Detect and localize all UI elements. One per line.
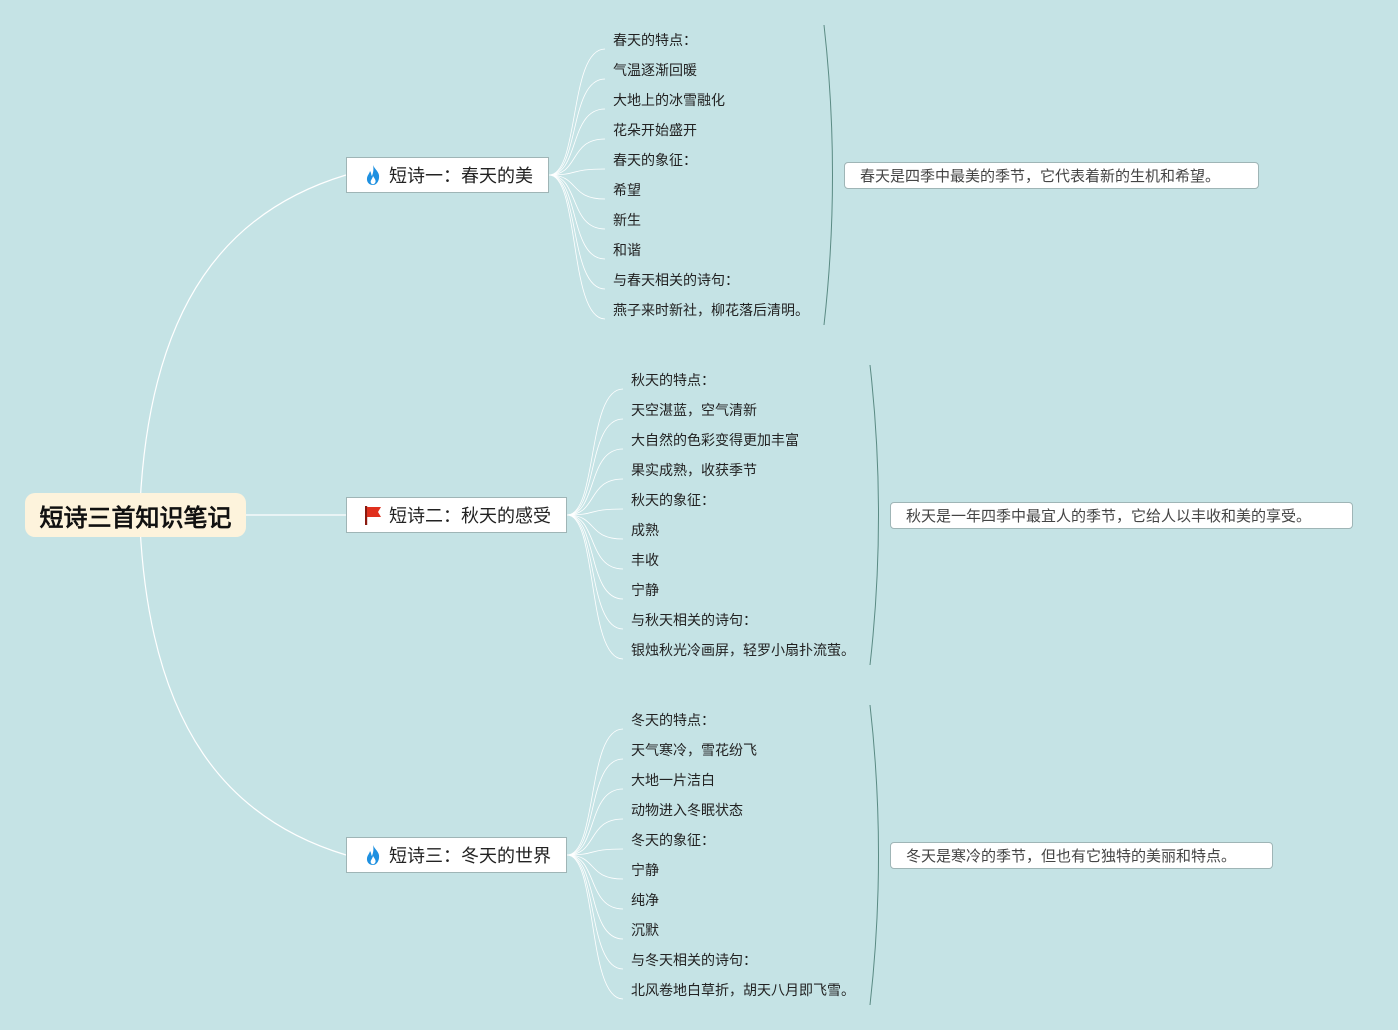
- connector-root-to-spring: [139, 174, 347, 506]
- summary-winter[interactable]: 冬天是寒冷的季节，但也有它独特的美丽和特点。: [890, 842, 1273, 869]
- root-topic[interactable]: 短诗三首知识笔记: [25, 493, 246, 537]
- flag-icon: [365, 506, 381, 525]
- connector-branch-to-leaf: [548, 174, 606, 260]
- branch-label: 短诗一：春天的美: [389, 166, 533, 187]
- connector-branch-to-leaf: [566, 758, 624, 856]
- leaf-item[interactable]: 天空湛蓝，空气清新: [631, 403, 757, 419]
- connector-branch-to-leaf: [548, 48, 606, 176]
- connector-branch-to-leaf: [548, 78, 606, 176]
- leaf-item[interactable]: 和谐: [613, 243, 641, 259]
- leaf-item[interactable]: 与春天相关的诗句：: [613, 273, 739, 289]
- connector-branch-to-leaf: [548, 174, 606, 290]
- leaf-item[interactable]: 果实成熟，收获季节: [631, 463, 757, 479]
- leaf-item[interactable]: 银烛秋光冷画屏，轻罗小扇扑流萤。: [631, 643, 855, 659]
- branch-topic-autumn[interactable]: 短诗二：秋天的感受: [346, 497, 567, 533]
- connector-branch-to-leaf: [566, 388, 624, 516]
- connector-branch-to-leaf: [566, 728, 624, 856]
- summary-bracket: [823, 24, 833, 326]
- connector-root-to-winter: [139, 525, 347, 856]
- connector-branch-to-leaf: [548, 174, 606, 230]
- leaf-item[interactable]: 宁静: [631, 583, 659, 599]
- connector-branch-to-leaf: [566, 848, 624, 856]
- connector-branch-to-leaf: [566, 854, 624, 940]
- summary-spring[interactable]: 春天是四季中最美的季节，它代表着新的生机和希望。: [844, 162, 1259, 189]
- connector-branch-to-leaf: [566, 854, 624, 880]
- summary-autumn[interactable]: 秋天是一年四季中最宜人的季节，它给人以丰收和美的享受。: [890, 502, 1353, 529]
- leaf-item[interactable]: 燕子来时新社，柳花落后清明。: [613, 303, 809, 319]
- leaf-item[interactable]: 春天的特点：: [613, 33, 697, 49]
- connector-branch-to-leaf: [566, 514, 624, 570]
- connector-branch-to-leaf: [566, 854, 624, 1000]
- branch-label: 短诗二：秋天的感受: [389, 506, 551, 527]
- leaf-item[interactable]: 大地上的冰雪融化: [613, 93, 725, 109]
- connector-branch-to-leaf: [566, 448, 624, 516]
- connector-branch-to-leaf: [566, 418, 624, 516]
- connector-branch-to-leaf: [566, 788, 624, 856]
- leaf-item[interactable]: 成熟: [631, 523, 659, 539]
- leaf-item[interactable]: 大自然的色彩变得更加丰富: [631, 433, 799, 449]
- leaf-item[interactable]: 冬天的象征：: [631, 833, 715, 849]
- leaf-item[interactable]: 沉默: [631, 923, 659, 939]
- leaf-item[interactable]: 花朵开始盛开: [613, 123, 697, 139]
- leaf-item[interactable]: 与冬天相关的诗句：: [631, 953, 757, 969]
- leaf-item[interactable]: 丰收: [631, 553, 659, 569]
- branch-topic-winter[interactable]: 短诗三：冬天的世界: [346, 837, 567, 873]
- leaf-item[interactable]: 纯净: [631, 893, 659, 909]
- connector-branch-to-leaf: [548, 174, 606, 200]
- summary-bracket: [869, 364, 879, 666]
- fire-icon: [366, 165, 380, 185]
- leaf-item[interactable]: 天气寒冷，雪花纷飞: [631, 743, 757, 759]
- leaf-item[interactable]: 大地一片洁白: [631, 773, 715, 789]
- connector-branch-to-leaf: [566, 818, 624, 856]
- leaf-item[interactable]: 气温逐渐回暖: [613, 63, 697, 79]
- connector-branch-to-leaf: [566, 514, 624, 540]
- leaf-item[interactable]: 北风卷地白草折，胡天八月即飞雪。: [631, 983, 855, 999]
- leaf-item[interactable]: 希望: [613, 183, 641, 199]
- connector-branch-to-leaf: [566, 514, 624, 660]
- summary-bracket: [869, 704, 879, 1006]
- leaf-item[interactable]: 冬天的特点：: [631, 713, 715, 729]
- branch-label: 短诗三：冬天的世界: [389, 846, 551, 867]
- connector-branch-to-leaf: [566, 478, 624, 516]
- leaf-item[interactable]: 秋天的特点：: [631, 373, 715, 389]
- fire-icon: [366, 845, 380, 865]
- connector-branch-to-leaf: [566, 514, 624, 630]
- leaf-item[interactable]: 与秋天相关的诗句：: [631, 613, 757, 629]
- branch-topic-spring[interactable]: 短诗一：春天的美: [346, 157, 549, 193]
- connector-branch-to-leaf: [548, 174, 606, 320]
- connector-branch-to-leaf: [548, 138, 606, 176]
- leaf-item[interactable]: 春天的象征：: [613, 153, 697, 169]
- leaf-item[interactable]: 新生: [613, 213, 641, 229]
- leaf-item[interactable]: 秋天的象征：: [631, 493, 715, 509]
- connector-branch-to-leaf: [566, 508, 624, 516]
- connector-branch-to-leaf: [548, 168, 606, 176]
- connector-branch-to-leaf: [566, 854, 624, 910]
- connector-branch-to-leaf: [548, 108, 606, 176]
- leaf-item[interactable]: 宁静: [631, 863, 659, 879]
- connector-branch-to-leaf: [566, 514, 624, 600]
- leaf-item[interactable]: 动物进入冬眠状态: [631, 803, 743, 819]
- connector-branch-to-leaf: [566, 854, 624, 970]
